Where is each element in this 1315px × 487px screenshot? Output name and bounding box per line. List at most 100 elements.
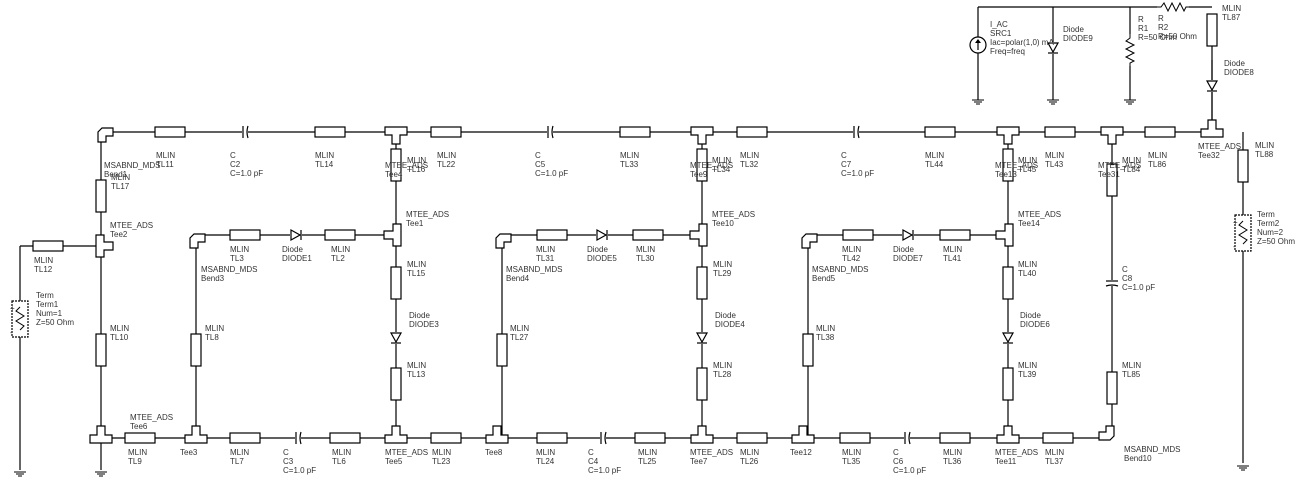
tl38-mlin[interactable] bbox=[802, 333, 814, 367]
tl41-label-1: TL41 bbox=[943, 254, 962, 263]
tl45-mlin[interactable] bbox=[1002, 148, 1014, 182]
tl28-mlin[interactable] bbox=[696, 367, 708, 401]
r2-resistor[interactable] bbox=[1157, 1, 1189, 13]
tee13-label-1: Tee13 bbox=[995, 170, 1017, 179]
elements: +- +- bbox=[10, 1, 1252, 477]
tl32-mlin[interactable] bbox=[736, 126, 768, 138]
tl10-mlin[interactable] bbox=[95, 333, 107, 367]
diode8-diode[interactable] bbox=[1205, 80, 1219, 92]
term2-port[interactable]: +- bbox=[1233, 214, 1252, 252]
tl27-mlin[interactable] bbox=[496, 333, 508, 367]
tl33-mlin[interactable] bbox=[619, 126, 651, 138]
tee14-tee[interactable] bbox=[995, 223, 1014, 247]
bend3-bend[interactable] bbox=[189, 233, 206, 249]
tl36-mlin[interactable] bbox=[939, 432, 971, 444]
tee8-tee[interactable] bbox=[485, 425, 509, 444]
tl13-mlin[interactable] bbox=[390, 367, 402, 401]
bend10-label-0: MSABND_MDS bbox=[1124, 445, 1180, 454]
diode1-diode[interactable] bbox=[290, 228, 302, 242]
tl22-mlin[interactable] bbox=[430, 126, 462, 138]
tl37-mlin[interactable] bbox=[1042, 432, 1074, 444]
tl36-body bbox=[939, 432, 971, 444]
term1-port[interactable]: +- bbox=[10, 300, 29, 338]
tl9-mlin[interactable] bbox=[124, 432, 156, 444]
tl3-body bbox=[229, 229, 261, 241]
tl26-mlin[interactable] bbox=[736, 432, 768, 444]
bend4-bend[interactable] bbox=[495, 233, 512, 249]
tee7-tee[interactable] bbox=[690, 425, 714, 444]
c7-capacitor[interactable] bbox=[853, 125, 860, 139]
tl12-mlin[interactable] bbox=[32, 240, 64, 252]
tl31-mlin[interactable] bbox=[536, 229, 568, 241]
tl6-label-0: MLIN bbox=[332, 448, 351, 457]
tee3-tee[interactable] bbox=[184, 425, 208, 444]
tl40-mlin[interactable] bbox=[1002, 266, 1014, 300]
diode6-diode[interactable] bbox=[1001, 332, 1015, 344]
tl37-label-1: TL37 bbox=[1045, 457, 1064, 466]
tee1-tee[interactable] bbox=[383, 223, 402, 247]
tee32-tee[interactable] bbox=[1200, 119, 1224, 138]
tee2-tee[interactable] bbox=[95, 234, 114, 258]
tl8-label-0: MLIN bbox=[205, 324, 224, 333]
tl88-mlin[interactable] bbox=[1237, 149, 1249, 183]
tl25-mlin[interactable] bbox=[634, 432, 666, 444]
tl85-mlin[interactable] bbox=[1106, 371, 1118, 405]
tl16-mlin[interactable] bbox=[390, 148, 402, 182]
diode9-diode[interactable] bbox=[1046, 42, 1060, 54]
tl15-mlin[interactable] bbox=[390, 266, 402, 300]
c8-capacitor[interactable] bbox=[1105, 280, 1119, 287]
tee12-tee[interactable] bbox=[791, 425, 815, 444]
c6-capacitor[interactable] bbox=[904, 431, 911, 445]
bend5-bend[interactable] bbox=[801, 233, 818, 249]
tl23-label-1: TL23 bbox=[432, 457, 451, 466]
tl14-mlin[interactable] bbox=[314, 126, 346, 138]
tee9-tee[interactable] bbox=[690, 126, 714, 145]
tl24-mlin[interactable] bbox=[536, 432, 568, 444]
tl2-mlin[interactable] bbox=[324, 229, 356, 241]
tee11-tee[interactable] bbox=[996, 425, 1020, 444]
tee31-tee[interactable] bbox=[1100, 126, 1124, 145]
diode8-label-0: Diode bbox=[1224, 59, 1245, 68]
tee13-tee[interactable] bbox=[996, 126, 1020, 145]
diode5-diode[interactable] bbox=[596, 228, 608, 242]
diode7-diode[interactable] bbox=[902, 228, 914, 242]
tl30-mlin[interactable] bbox=[632, 229, 664, 241]
tl42-mlin[interactable] bbox=[842, 229, 874, 241]
tl3-mlin[interactable] bbox=[229, 229, 261, 241]
tee10-tee[interactable] bbox=[689, 223, 708, 247]
tl6-mlin[interactable] bbox=[329, 432, 361, 444]
tl34-mlin[interactable] bbox=[696, 148, 708, 182]
tl16-body bbox=[390, 148, 402, 182]
tl7-mlin[interactable] bbox=[229, 432, 261, 444]
tl43-mlin[interactable] bbox=[1044, 126, 1076, 138]
c4-capacitor[interactable] bbox=[600, 431, 607, 445]
tee4-tee[interactable] bbox=[384, 126, 408, 145]
tl84-mlin[interactable] bbox=[1106, 163, 1118, 197]
tl86-mlin[interactable] bbox=[1144, 126, 1176, 138]
bend10-bend[interactable] bbox=[1098, 425, 1115, 441]
c2-label-0: C bbox=[230, 151, 236, 160]
tee6-tee[interactable] bbox=[89, 425, 113, 444]
c3-capacitor[interactable] bbox=[295, 431, 302, 445]
tee7-label-0: MTEE_ADS bbox=[690, 448, 733, 457]
term1-label-1: Term1 bbox=[36, 300, 59, 309]
tl17-mlin[interactable] bbox=[95, 179, 107, 213]
tee5-tee[interactable] bbox=[384, 425, 408, 444]
tl35-mlin[interactable] bbox=[839, 432, 871, 444]
tl39-mlin[interactable] bbox=[1002, 367, 1014, 401]
tl87-mlin[interactable] bbox=[1206, 13, 1218, 47]
c5-capacitor[interactable] bbox=[547, 125, 554, 139]
bend1-bend[interactable] bbox=[97, 127, 114, 143]
r1-resistor[interactable] bbox=[1124, 34, 1136, 66]
tl23-mlin[interactable] bbox=[430, 432, 462, 444]
tl29-mlin[interactable] bbox=[696, 266, 708, 300]
tl11-mlin[interactable] bbox=[154, 126, 186, 138]
tl41-mlin[interactable] bbox=[939, 229, 971, 241]
src1-current-source[interactable] bbox=[969, 36, 987, 54]
tl8-mlin[interactable] bbox=[190, 333, 202, 367]
c2-capacitor[interactable] bbox=[242, 125, 249, 139]
tl44-mlin[interactable] bbox=[924, 126, 956, 138]
tl86-body bbox=[1144, 126, 1176, 138]
diode3-diode[interactable] bbox=[389, 332, 403, 344]
diode4-diode[interactable] bbox=[695, 332, 709, 344]
